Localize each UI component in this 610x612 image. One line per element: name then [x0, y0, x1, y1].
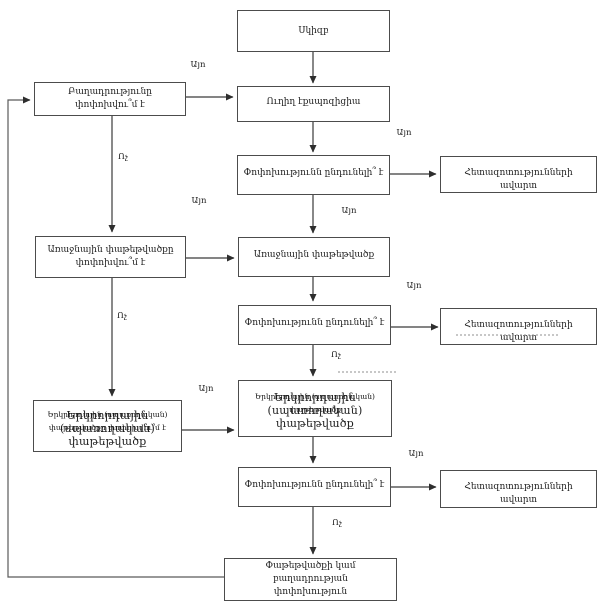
flow-box-change-acceptable-3: Փոփոխությունն ընդունելի՞ է	[238, 467, 391, 507]
arrow-final-loopback-to-composition	[7, 96, 224, 578]
edge-label-no-primaryq: Ոչ	[117, 311, 127, 321]
flow-box-secondary-changed: Երկրորդային (սպառողական) փաթեթվածքը փոփո…	[33, 400, 182, 452]
edge-label-no-composition: Ոչ	[118, 152, 128, 162]
overlay-line: Երկրորդային (սպառողական)	[255, 392, 375, 401]
edge-label-yes-down1: Այո	[341, 206, 357, 216]
flow-box-direct-exposure: Ուղիղ էքսպոզիցիա	[237, 86, 390, 122]
label-line: (սպառողական)	[267, 404, 363, 417]
flow-box-primary-changed: Առաջնային փաթեթվածքը փոփոխվու՞մ է	[35, 236, 186, 278]
flow-box-start: Սկիզբ	[237, 10, 390, 52]
edge-label-yes-primaryq: Այո	[191, 196, 207, 206]
flow-box-change-acceptable-2: Փոփոխությունն ընդունելի՞ է	[238, 305, 391, 345]
flow-box-end-of-studies-1: Հետազոտությունների ավարտ	[440, 156, 597, 193]
flow-box-final-change-line2: փոփոխություն	[273, 587, 348, 597]
edge-label-yes-acceptable3: Այո	[408, 449, 424, 459]
flow-box-end-of-studies-2-label: Հետազոտությունների ավարտ	[464, 320, 573, 343]
flow-box-final-change-line1: Փաթեթվածքի կամ բաղադրության	[265, 561, 356, 584]
edge-label-yes-secondaryq: Այո	[198, 384, 214, 394]
flow-box-primary-changed-line1: Առաջնային փաթեթվածքը	[47, 245, 174, 255]
flow-box-start-label: Սկիզբ	[298, 25, 329, 36]
flow-box-change-acceptable-3-label: Փոփոխությունն ընդունելի՞ է	[244, 480, 385, 490]
scan-artifact-end-box-2	[456, 334, 558, 336]
overlay-line: փաթեթվածքը փոփոխվու՞մ է	[48, 423, 167, 432]
edge-label-yes-composition: Այո	[190, 60, 206, 70]
flow-box-secondary-changed-overlay-text: Երկրորդային (սպառողական) փաթեթվածքը փոփո…	[34, 408, 181, 434]
flow-box-final-change: Փաթեթվածքի կամ բաղադրության փոփոխություն	[224, 558, 397, 601]
label-line: փաթեթվածք	[68, 435, 147, 448]
overlay-line: Երկրորդային (սպառողական)	[47, 410, 168, 419]
flow-box-end-of-studies-3-label: Հետազոտությունների ավարտ	[464, 482, 573, 505]
edge-label-yes-acceptable2: Այո	[406, 281, 422, 291]
flow-box-composition-changed-label: Բաղադրությունը փոփոխվու՞մ է	[68, 87, 152, 110]
scan-artifact-above-secondary-box	[338, 371, 396, 373]
label-line: (սպառողական)	[60, 422, 155, 435]
edge-label-yes-acceptable1: Այո	[396, 128, 412, 138]
flow-box-change-acceptable-2-label: Փոփոխությունն ընդունելի՞ է	[244, 318, 385, 328]
flow-box-secondary-packaging: Երկրորդային (սպառողական) փաթեթվածք Երկրո…	[238, 380, 392, 437]
label-line: փաթեթվածք	[276, 417, 354, 430]
edge-label-no-acceptable2: Ոչ	[331, 350, 341, 360]
flow-box-composition-changed: Բաղադրությունը փոփոխվու՞մ է	[34, 82, 186, 116]
flow-box-end-of-studies-1-label: Հետազոտությունների ավարտ	[464, 168, 573, 191]
overlay-line: փաթեթվածք	[289, 405, 341, 414]
label-line: Երկրորդային	[274, 391, 356, 404]
flow-box-change-acceptable-1: Փոփոխությունն ընդունելի՞ է	[237, 155, 390, 195]
flow-box-secondary-packaging-overlay-text: Երկրորդային (սպառողական) փաթեթվածք	[239, 390, 391, 416]
flow-box-direct-exposure-label: Ուղիղ էքսպոզիցիա	[266, 97, 361, 107]
flow-box-change-acceptable-1-label: Փոփոխությունն ընդունելի՞ է	[243, 168, 384, 178]
flow-box-primary-packaging-label: Առաջնային փաթեթվածք	[253, 250, 375, 260]
flow-box-secondary-changed-label: Երկրորդային (սպառողական) փաթեթվածք	[34, 409, 181, 448]
flow-box-end-of-studies-2: Հետազոտությունների ավարտ	[440, 308, 597, 345]
flow-box-primary-packaging: Առաջնային փաթեթվածք	[238, 237, 390, 277]
flow-box-primary-changed-line2: փոփոխվու՞մ է	[75, 258, 146, 268]
flow-box-end-of-studies-3: Հետազոտությունների ավարտ	[440, 470, 597, 508]
flow-box-secondary-packaging-label: Երկրորդային (սպառողական) փաթեթվածք	[239, 391, 391, 430]
edge-label-no-acceptable3: Ոչ	[332, 518, 342, 528]
label-line: Երկրորդային	[66, 409, 149, 422]
